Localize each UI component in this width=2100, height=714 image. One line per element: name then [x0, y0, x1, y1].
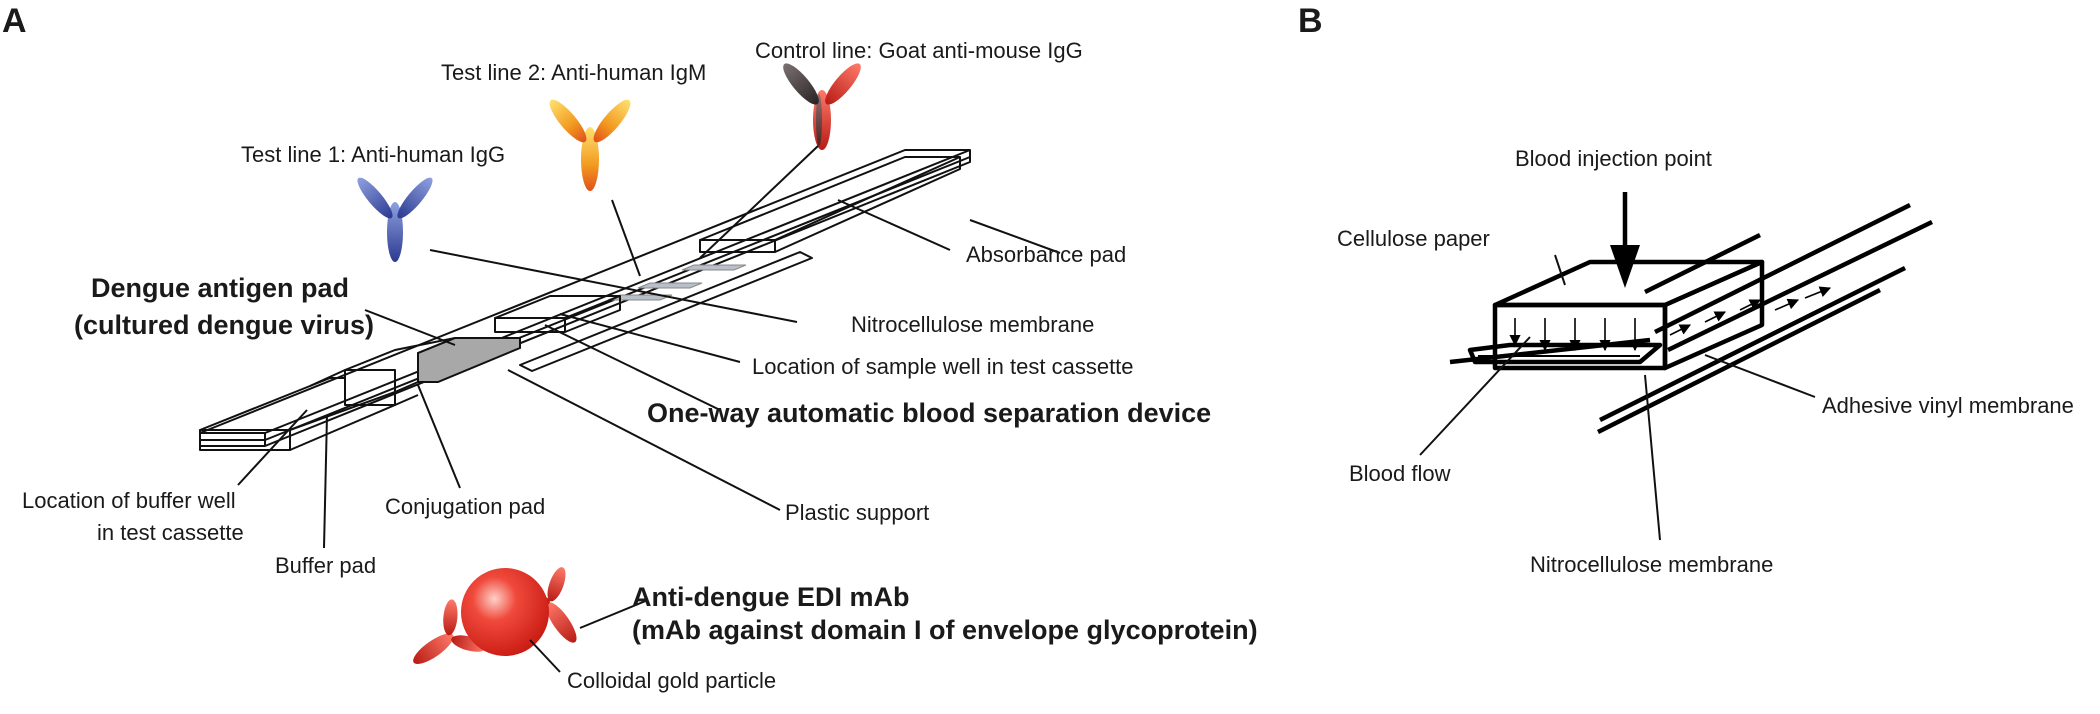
label-nitrocellulose-membrane-b: Nitrocellulose membrane	[1530, 552, 1773, 577]
label-absorbance-pad: Absorbance pad	[966, 242, 1126, 267]
panel-label-a: A	[2, 2, 27, 40]
horizontal-flow-arrows	[1669, 286, 1832, 336]
dengue-antigen-pad	[417, 337, 521, 383]
absorbance-pad	[699, 156, 961, 253]
control-antibody-icon	[783, 63, 861, 150]
label-sample-well: Location of sample well in test cassette	[752, 354, 1134, 379]
vertical-flow-arrows	[1509, 318, 1641, 352]
label-buffer-pad: Buffer pad	[275, 553, 376, 578]
label-test-line-1: Test line 1: Anti-human IgG	[241, 142, 505, 167]
test-strip	[199, 149, 971, 451]
gold-particle	[461, 568, 549, 656]
label-test-line-2: Test line 2: Anti-human IgM	[441, 60, 706, 85]
label-nitrocellulose-membrane: Nitrocellulose membrane	[851, 312, 1094, 337]
label-buffer-well-2: in test cassette	[97, 520, 244, 545]
panel-label-b: B	[1298, 2, 1323, 40]
label-plastic-support: Plastic support	[785, 500, 929, 525]
sample-pad	[494, 295, 621, 333]
cellulose-paper-block	[1492, 259, 1765, 371]
control-line	[681, 264, 747, 271]
label-control-line: Control line: Goat anti-mouse IgG	[755, 38, 1083, 63]
label-adhesive-vinyl-membrane: Adhesive vinyl membrane	[1822, 393, 2074, 418]
blood-injection-arrow	[1610, 192, 1640, 288]
label-cellulose-paper: Cellulose paper	[1337, 226, 1490, 251]
nitrocellulose-strip	[519, 251, 813, 372]
label-blood-injection-point: Blood injection point	[1515, 146, 1712, 171]
label-mab-2: (mAb against domain I of envelope glycop…	[632, 615, 1258, 645]
label-dengue-antigen-pad-1: Dengue antigen pad	[91, 273, 349, 303]
panel-a-leaders	[237, 145, 1061, 673]
test-line-2	[637, 282, 703, 289]
label-mab-1: Anti-dengue EDI mAb	[632, 582, 910, 612]
separation-device-diagram	[1419, 192, 1933, 541]
label-gold-particle: Colloidal gold particle	[567, 668, 776, 693]
label-buffer-well-1: Location of buffer well	[22, 488, 236, 513]
label-conjugation-pad: Conjugation pad	[385, 494, 545, 519]
label-dengue-antigen-pad-2: (cultured dengue virus)	[74, 310, 374, 340]
label-separation-device: One-way automatic blood separation devic…	[647, 398, 1211, 428]
label-blood-flow: Blood flow	[1349, 461, 1451, 486]
igm-antibody-icon	[549, 99, 631, 191]
buffer-pad-shape	[199, 369, 396, 451]
igg-antibody-icon	[357, 177, 433, 262]
gold-particle-conjugate	[413, 567, 577, 665]
